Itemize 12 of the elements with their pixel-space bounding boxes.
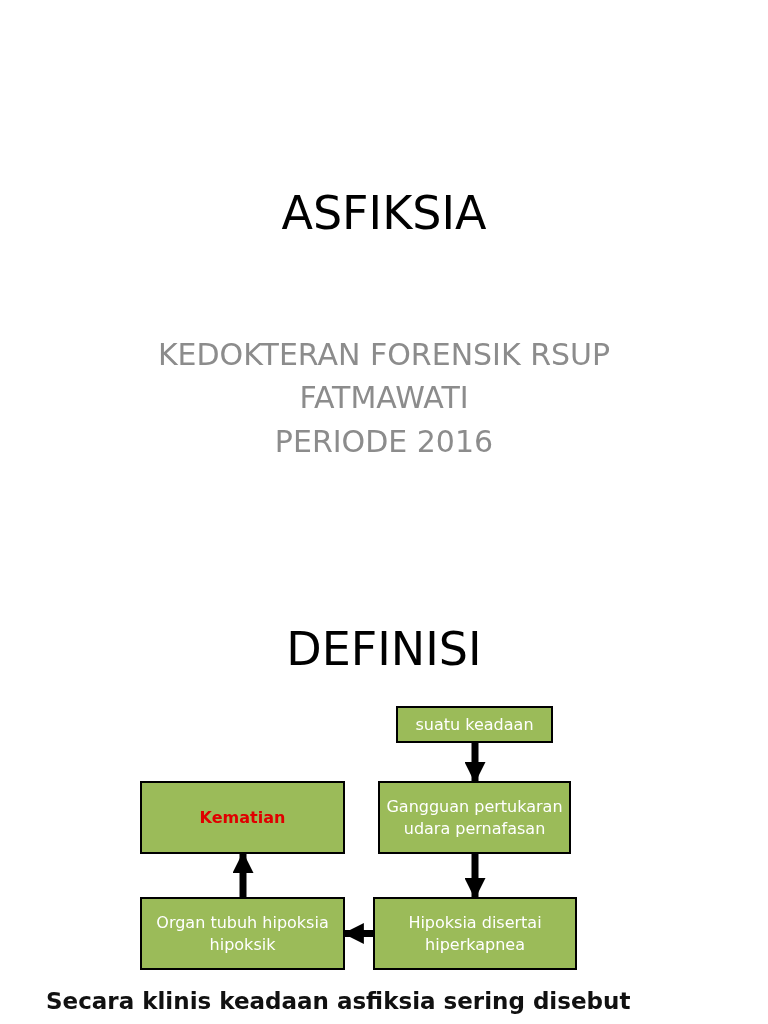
body-text: Secara klinis keadaan asfiksia sering disebut <box>46 988 632 1014</box>
arrow <box>464 743 486 784</box>
process-box: Kematian <box>140 781 345 854</box>
date-subtitle: PERIODE 2016 <box>273 423 495 461</box>
section-heading: DEFINISI <box>285 622 483 676</box>
subtitle: KEDOKTERAN FORENSIK RSUP FATMAWATI <box>156 336 612 417</box>
process-box: Organ tubuh hipoksia hipoksik <box>140 897 345 970</box>
arrow <box>464 854 486 900</box>
process-box: Gangguan pertukaran udara pernafasan <box>378 781 571 854</box>
process-box: suatu keadaan <box>396 706 553 743</box>
process-box: Hipoksia disertai hiperkapnea <box>373 897 577 970</box>
slide-title: ASFIKSIA <box>280 186 488 240</box>
